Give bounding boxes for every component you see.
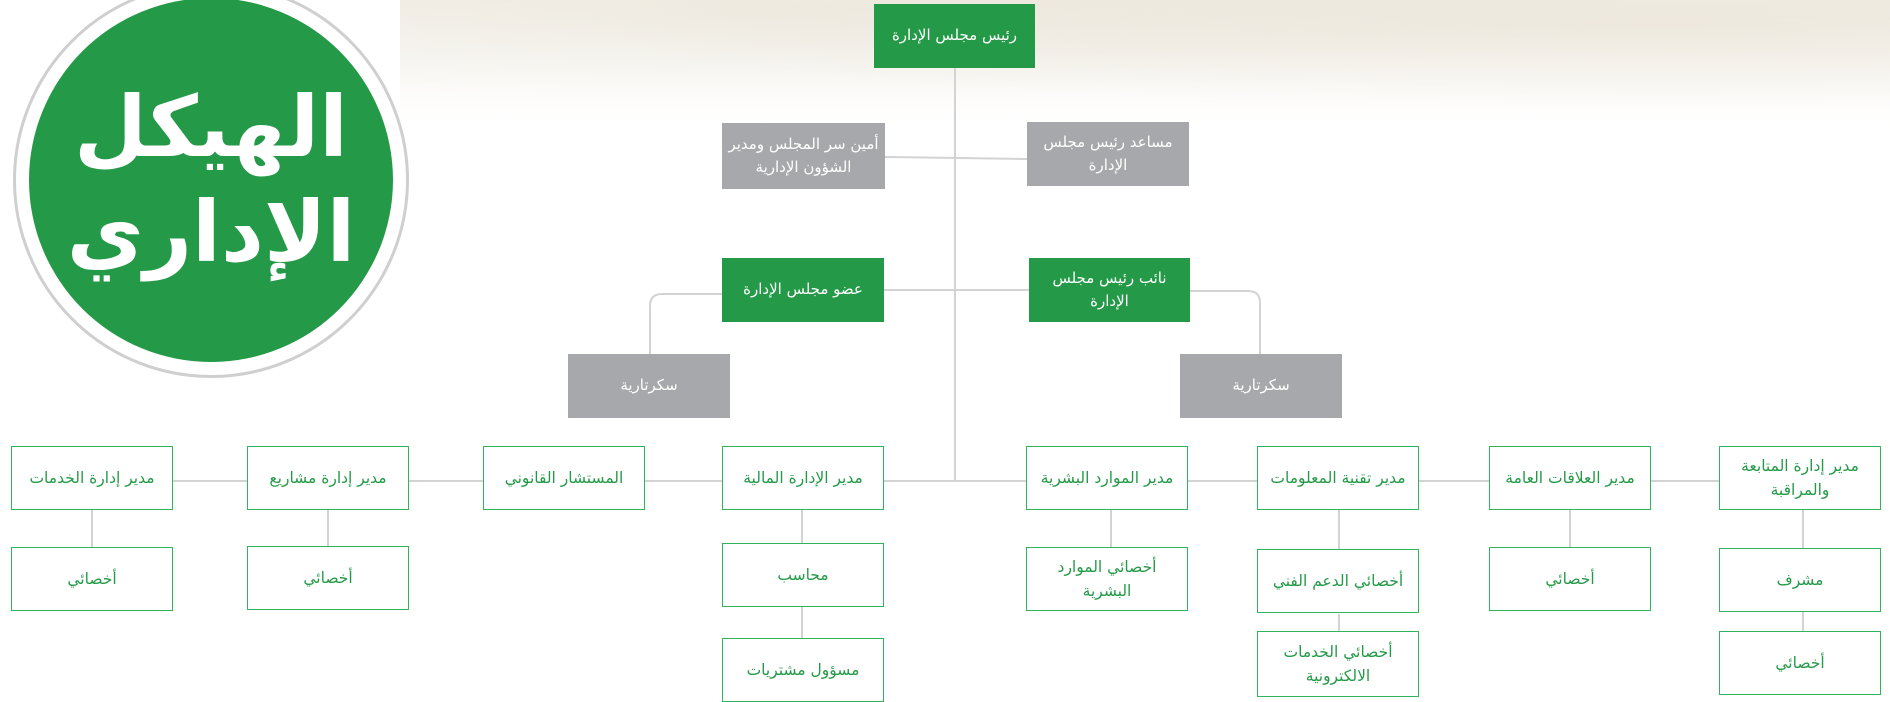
page-title-line-2: الإداري xyxy=(66,183,356,281)
node-procurement-officer: مسؤول مشتريات xyxy=(722,638,884,702)
node-eservices-specialist: أخصائي الخدمات الالكترونية xyxy=(1257,631,1419,697)
node-monitoring-manager: مدير إدارة المتابعة والمراقبة xyxy=(1719,446,1881,510)
node-secretariat-right: سكرتارية xyxy=(1180,354,1342,418)
node-pr-manager: مدير العلاقات العامة xyxy=(1489,446,1651,510)
node-tech-support-specialist: أخصائي الدعم الفني xyxy=(1257,549,1419,613)
node-pr-specialist: أخصائي xyxy=(1489,547,1651,611)
connector-secretariat-right xyxy=(1190,290,1261,354)
node-chairman: رئيس مجلس الإدارة xyxy=(874,4,1035,68)
connector-secretary-row xyxy=(884,156,1028,160)
node-board-member: عضو مجلس الإدارة xyxy=(722,258,884,322)
node-board-secretary: أمين سر المجلس ومدير الشؤون الإدارية xyxy=(722,123,885,189)
node-services-manager: مدير إدارة الخدمات xyxy=(11,446,173,510)
node-hr-manager: مدير الموارد البشرية xyxy=(1026,446,1188,510)
node-monitoring-specialist: أخصائي xyxy=(1719,631,1881,695)
page-title-line-1: الهيكل xyxy=(74,78,348,176)
node-supervisor: مشرف xyxy=(1719,548,1881,612)
node-accountant: محاسب xyxy=(722,543,884,607)
node-finance-manager: مدير الإدارة المالية xyxy=(722,446,884,510)
node-legal-advisor: المستشار القانوني xyxy=(483,446,645,510)
header-background-photo xyxy=(400,0,1890,125)
page-title: الهيكل الإداري xyxy=(29,0,393,362)
node-it-manager: مدير تقنية المعلومات xyxy=(1257,446,1419,510)
node-secretariat-left: سكرتارية xyxy=(568,354,730,418)
node-services-specialist: أخصائي xyxy=(11,547,173,611)
node-projects-specialist: أخصائي xyxy=(247,546,409,610)
node-hr-specialist: أخصائي الموارد البشرية xyxy=(1026,547,1188,611)
connector-secretariat-left xyxy=(649,293,722,354)
node-vice-chairman: نائب رئيس مجلس الإدارة xyxy=(1029,258,1190,322)
node-projects-manager: مدير إدارة مشاريع xyxy=(247,446,409,510)
page-title-badge: الهيكل الإداري xyxy=(13,0,409,378)
node-chairman-assistant: مساعد رئيس مجلس الإدارة xyxy=(1027,122,1189,186)
